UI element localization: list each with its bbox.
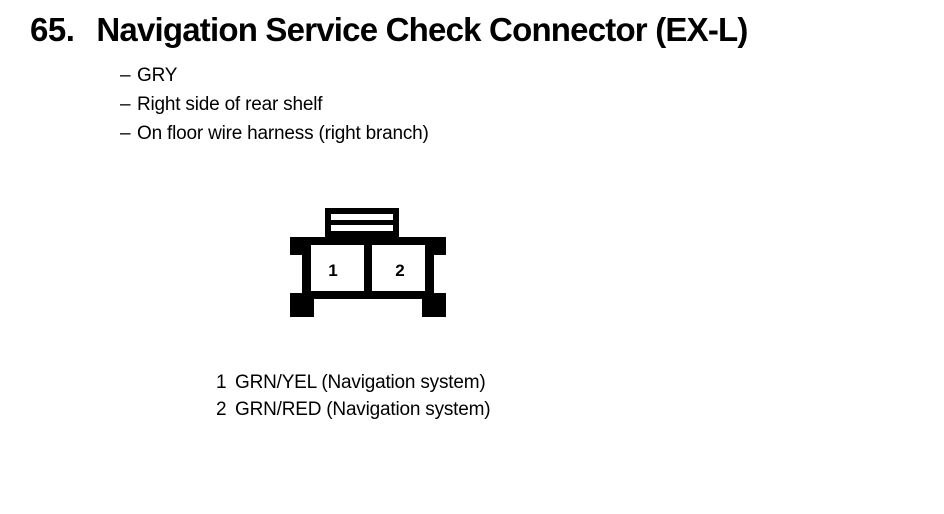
legend-pin-number: 2 — [216, 399, 227, 420]
list-item: –Right side of rear shelf — [120, 90, 760, 119]
connector-spec-list: –GRY –Right side of rear shelf –On floor… — [120, 61, 760, 148]
dash-bullet-icon: – — [120, 65, 131, 86]
spec-text: On floor wire harness (right branch) — [137, 123, 429, 144]
legend-row: 2 GRN/RED (Navigation system) — [216, 396, 716, 423]
terminal-legend: 1 GRN/YEL (Navigation system) 2 GRN/RED (N… — [216, 369, 716, 423]
pin-number-1: 1 — [328, 261, 337, 280]
lock-tab-icon — [325, 208, 399, 237]
connector-housing — [290, 237, 446, 317]
legend-row: 1 GRN/YEL (Navigation system) — [216, 369, 716, 396]
dash-bullet-icon: – — [120, 94, 131, 115]
pin-number-2: 2 — [395, 261, 404, 280]
page-title: 65. Navigation Service Check Connector (E… — [30, 10, 944, 52]
dash-bullet-icon: – — [120, 123, 131, 144]
spec-text: GRY — [137, 65, 178, 86]
connector-title: Navigation Service Check Connector (EX-L… — [96, 11, 748, 48]
connector-diagram: 1 2 — [286, 205, 450, 321]
list-item: –On floor wire harness (right branch) — [120, 119, 760, 148]
legend-wire-color: GRN/RED (Navigation system) — [235, 399, 491, 420]
legend-wire-color: GRN/YEL (Navigation system) — [235, 372, 486, 393]
spec-text: Right side of rear shelf — [137, 94, 323, 115]
legend-pin-number: 1 — [216, 372, 227, 393]
connector-outline-svg: 1 2 — [290, 208, 446, 317]
item-number: 65. — [30, 11, 75, 48]
list-item: –GRY — [120, 61, 760, 90]
